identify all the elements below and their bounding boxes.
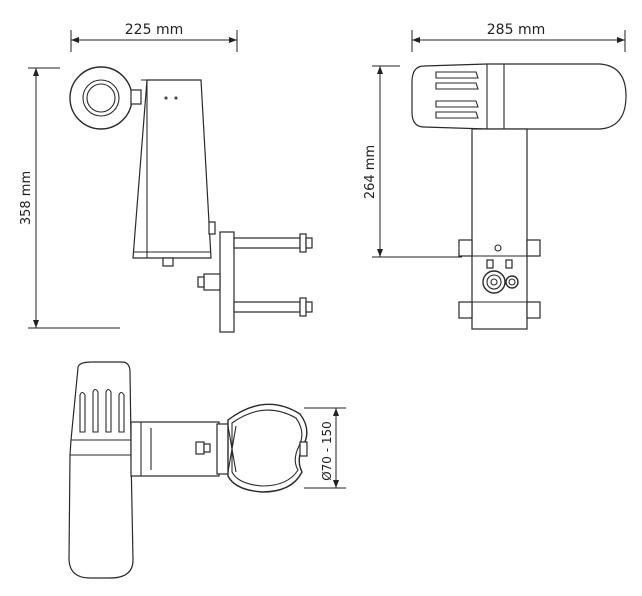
top-view: 285 mm 264 mm (363, 22, 627, 330)
mounting-stem-top (458, 128, 541, 330)
side-view: 225 mm 358 mm (19, 22, 313, 333)
lamp-body-top (411, 63, 627, 130)
lamp-head-front (69, 66, 142, 130)
pipe-diameter-dimension: Ø70 - 150 (304, 407, 346, 489)
pipe-clamp (227, 403, 308, 493)
side-width-dimension: 225 mm (70, 22, 238, 52)
top-width-dimension: 285 mm (411, 22, 626, 52)
pipe-diameter-label: Ø70 - 150 (320, 421, 334, 481)
side-width-label: 225 mm (125, 22, 183, 38)
lamp-body-front (68, 361, 134, 579)
lamp-housing-side (132, 79, 216, 267)
mounting-arm-front (130, 421, 232, 477)
side-height-label: 358 mm (19, 171, 34, 225)
top-height-label: 264 mm (363, 145, 378, 199)
top-height-dimension: 264 mm (363, 65, 462, 258)
side-height-dimension: 358 mm (19, 67, 120, 329)
front-view: Ø70 - 150 (68, 361, 346, 579)
top-width-label: 285 mm (487, 22, 545, 38)
mounting-bracket-side (197, 231, 313, 333)
